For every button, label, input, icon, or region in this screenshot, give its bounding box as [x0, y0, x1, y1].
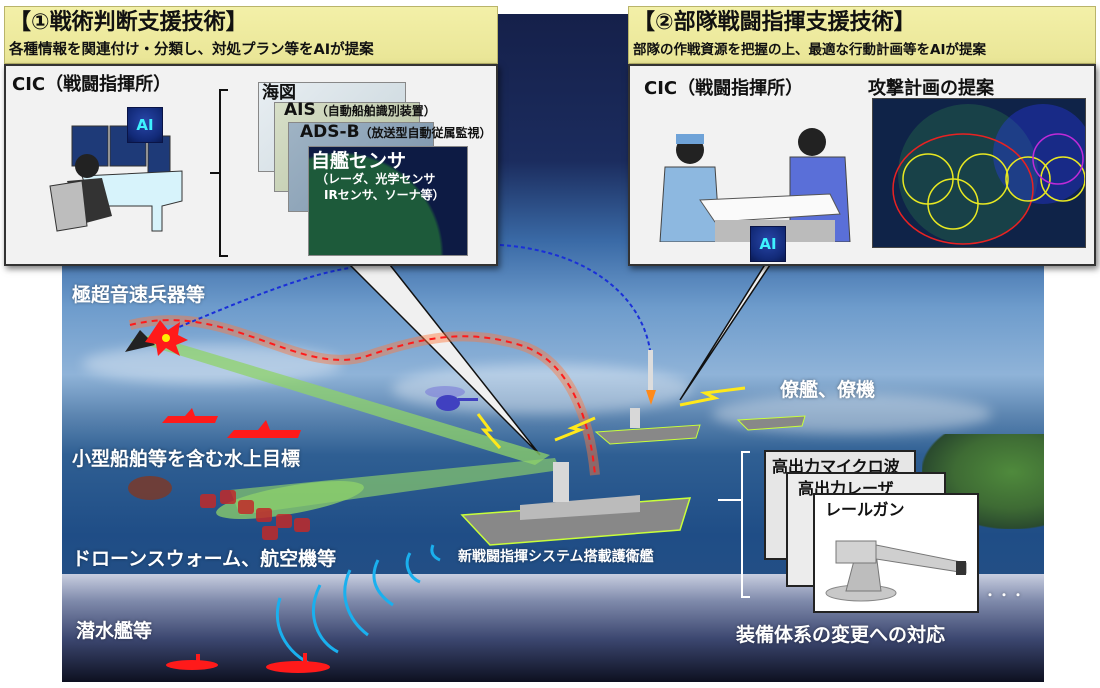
hovercraft-icon — [128, 476, 172, 500]
panel1-header: 【①戦術判断支援技術】 各種情報を関連付け・分類し、対処プラン等をAIが提案 — [4, 6, 498, 64]
railgun-icon — [825, 540, 967, 602]
helicopter-icon — [425, 386, 465, 398]
layer-ais-label: AIS（自動船舶識別装置） — [284, 100, 436, 120]
equipment-change-label: 装備体系の変更への対応 — [736, 624, 946, 646]
datalink-path — [499, 244, 651, 351]
panel2-header: 【②部隊戦闘指揮支援技術】 部隊の作戦資源を把握の上、最適な行動計画等をAIが提… — [628, 6, 1096, 64]
hypersonic-weapons-label: 極超音速兵器等 — [72, 284, 206, 306]
panel1-title: 【①戦術判断支援技術】 — [9, 10, 248, 35]
drone-swarm-label: ドローンスウォーム、航空機等 — [72, 548, 337, 570]
threat-trajectory — [129, 319, 596, 476]
friendly-units-label: 僚艦、僚機 — [780, 379, 876, 401]
drone-swarm-icon — [200, 490, 310, 540]
submarines-label: 潜水艦等 — [76, 620, 153, 642]
layer-adsb-label: ADS-B（放送型自動従属監視） — [300, 122, 492, 142]
ai-badge: AI — [750, 226, 786, 262]
ellipsis: ・・・ — [984, 588, 1027, 602]
panel1-subtitle: 各種情報を関連付け・分類し、対処プラン等をAIが提案 — [9, 42, 374, 58]
submarine-icon — [266, 661, 330, 673]
weapon-card-railgun: レールガン — [813, 493, 979, 613]
operator-console-illustration — [49, 125, 183, 232]
sensor-beam — [230, 458, 560, 515]
weapon-railgun-label: レールガン — [825, 500, 905, 519]
bracket-icon — [210, 89, 228, 257]
sensor-beam — [130, 335, 550, 465]
panel2-title: 【②部隊戦闘指揮支援技術】 — [633, 10, 916, 35]
own-ship-label: 新戦闘指揮システム搭載護衛艦 — [458, 549, 654, 565]
ai-badge: AI — [127, 107, 163, 143]
datalink-path — [159, 267, 351, 336]
weapon-microwave-label: 高出力マイクロ波 — [772, 457, 900, 476]
attack-plan-label: 攻撃計画の提案 — [868, 78, 994, 99]
layer-own-sensor-label: 自艦センサ — [311, 150, 407, 172]
equipment-bracket — [741, 451, 750, 598]
submarine-icon — [166, 660, 218, 670]
lightning-icon — [554, 416, 596, 442]
enemy-ship-icon — [162, 408, 218, 423]
enemy-ship-icon — [227, 420, 301, 438]
friendly-ship-icon — [594, 424, 701, 445]
layer-own-sensor-note2: IRセンサ、ソーナ等） — [324, 188, 445, 202]
layer-chart-label: 海図 — [262, 83, 296, 103]
panel2-body: CIC（戦闘指揮所） 攻撃計画の提案 AI — [628, 64, 1096, 266]
panel1-body: CIC（戦闘指揮所） AI 海図 AIS（自動船舶識別装置） ADS-B（放送型… — [4, 64, 498, 266]
layer-own-sensor-note1: （レーダ、光学センサ — [316, 172, 436, 186]
own-sensor-layer-card — [308, 146, 468, 256]
missile-icon — [648, 350, 653, 390]
hypersonic-weapon-icon — [125, 330, 155, 352]
lightning-icon — [679, 386, 746, 407]
commanders-illustration — [659, 128, 851, 242]
panel2-cic-label: CIC（戦闘指揮所） — [644, 78, 804, 99]
attack-plan-map — [872, 98, 1086, 248]
panel1-cic-label: CIC（戦闘指揮所） — [12, 74, 172, 95]
panel2-subtitle: 部隊の作戦資源を把握の上、最適な行動計画等をAIが提案 — [633, 42, 986, 58]
surface-targets-label: 小型船舶等を含む水上目標 — [72, 448, 301, 470]
friendly-ship-icon — [736, 415, 806, 431]
lightning-icon — [476, 413, 502, 449]
